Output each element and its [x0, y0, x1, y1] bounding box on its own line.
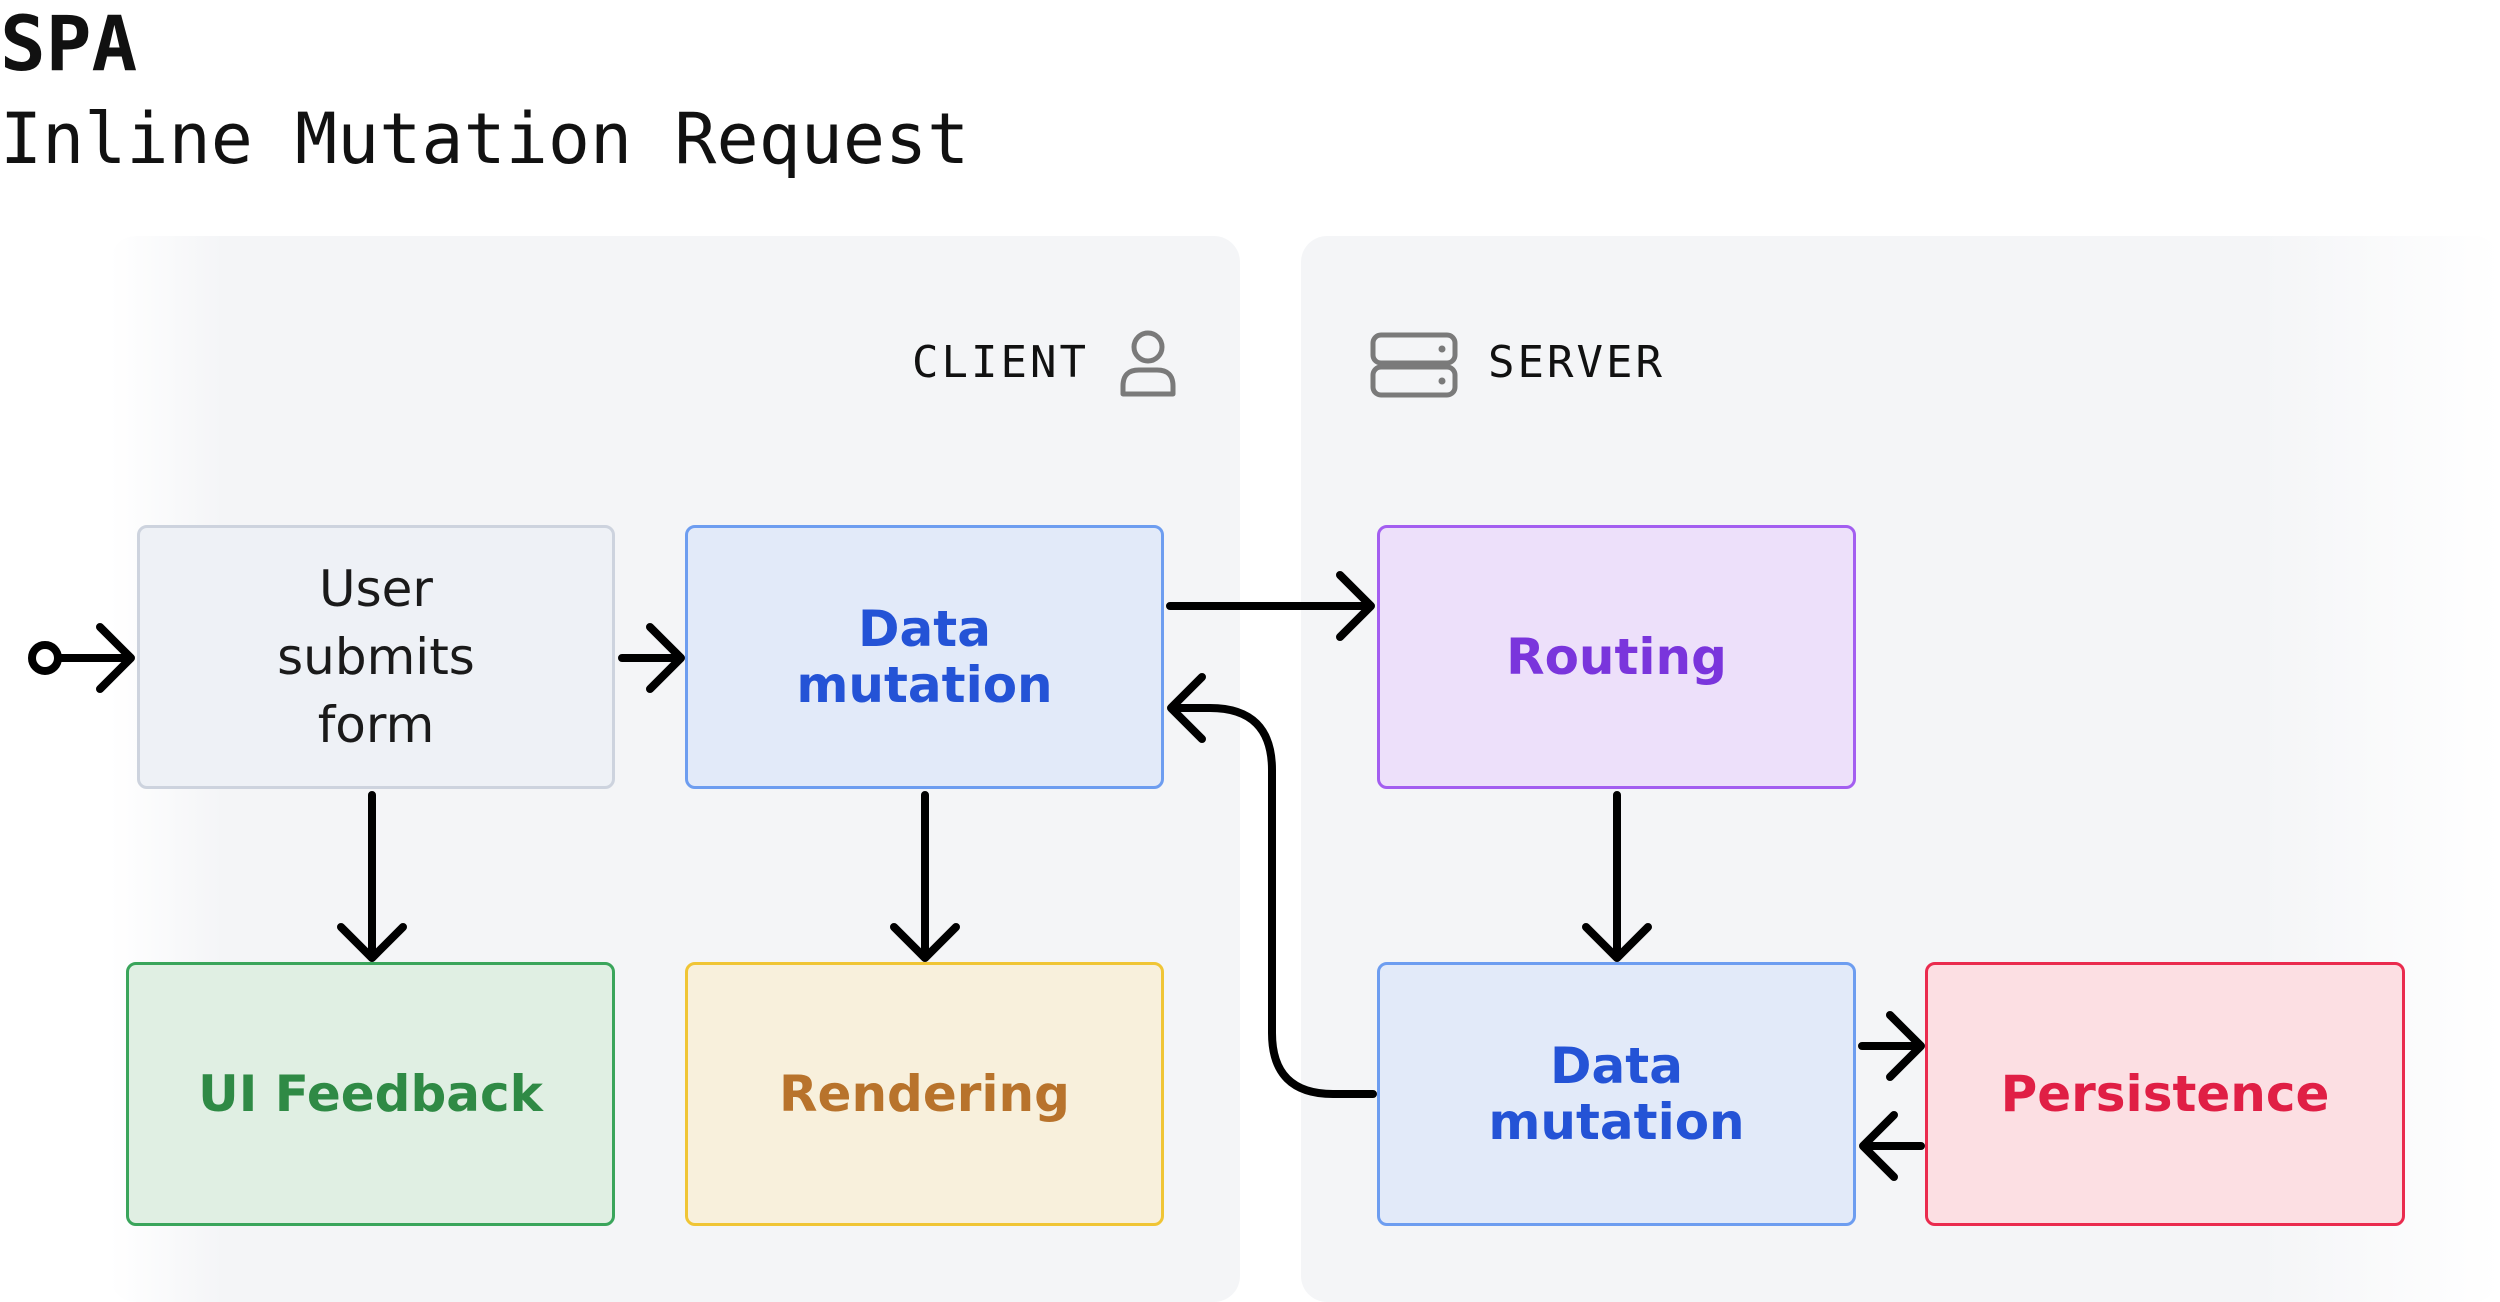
arrow-persist-to-servermut [1859, 1111, 1925, 1181]
arrow-servermut-to-mutation [1167, 673, 1377, 1098]
user-submits-form-node: User submits form [137, 525, 615, 789]
server-label: SERVER [1488, 337, 1665, 388]
arrow-servermut-to-persist [1858, 1011, 1925, 1081]
page-title: SPA [0, 0, 138, 88]
client-label: CLIENT [912, 337, 1089, 388]
node-label: Persistence [2000, 1065, 2330, 1123]
server-icon [1370, 332, 1458, 398]
arrow-user-to-mutation [618, 623, 685, 693]
node-label: Routing [1506, 628, 1727, 686]
arrow-entry-to-user [54, 623, 135, 693]
node-label: Data [858, 600, 991, 658]
node-label: Rendering [779, 1065, 1070, 1123]
node-label: mutation [796, 656, 1053, 714]
page-subtitle: Inline Mutation Request [0, 98, 970, 180]
persistence-node: Persistence [1925, 962, 2405, 1226]
rendering-node: Rendering [685, 962, 1164, 1226]
arrow-mutation-to-rendering [890, 791, 960, 962]
ui-feedback-node: UI Feedback [126, 962, 615, 1226]
node-label: form [317, 696, 435, 754]
node-label: UI Feedback [198, 1065, 543, 1123]
user-icon [1120, 330, 1176, 397]
arrow-mutation-to-routing [1166, 571, 1375, 641]
node-label: mutation [1488, 1093, 1745, 1151]
arrow-user-to-feedback [337, 791, 407, 962]
server-data-mutation-node: Data mutation [1377, 962, 1856, 1226]
client-data-mutation-node: Data mutation [685, 525, 1164, 789]
node-label: Data [1550, 1037, 1683, 1095]
routing-node: Routing [1377, 525, 1856, 789]
node-label: submits [277, 628, 475, 686]
node-label: User [319, 560, 433, 618]
arrow-routing-to-servermut [1582, 791, 1652, 962]
